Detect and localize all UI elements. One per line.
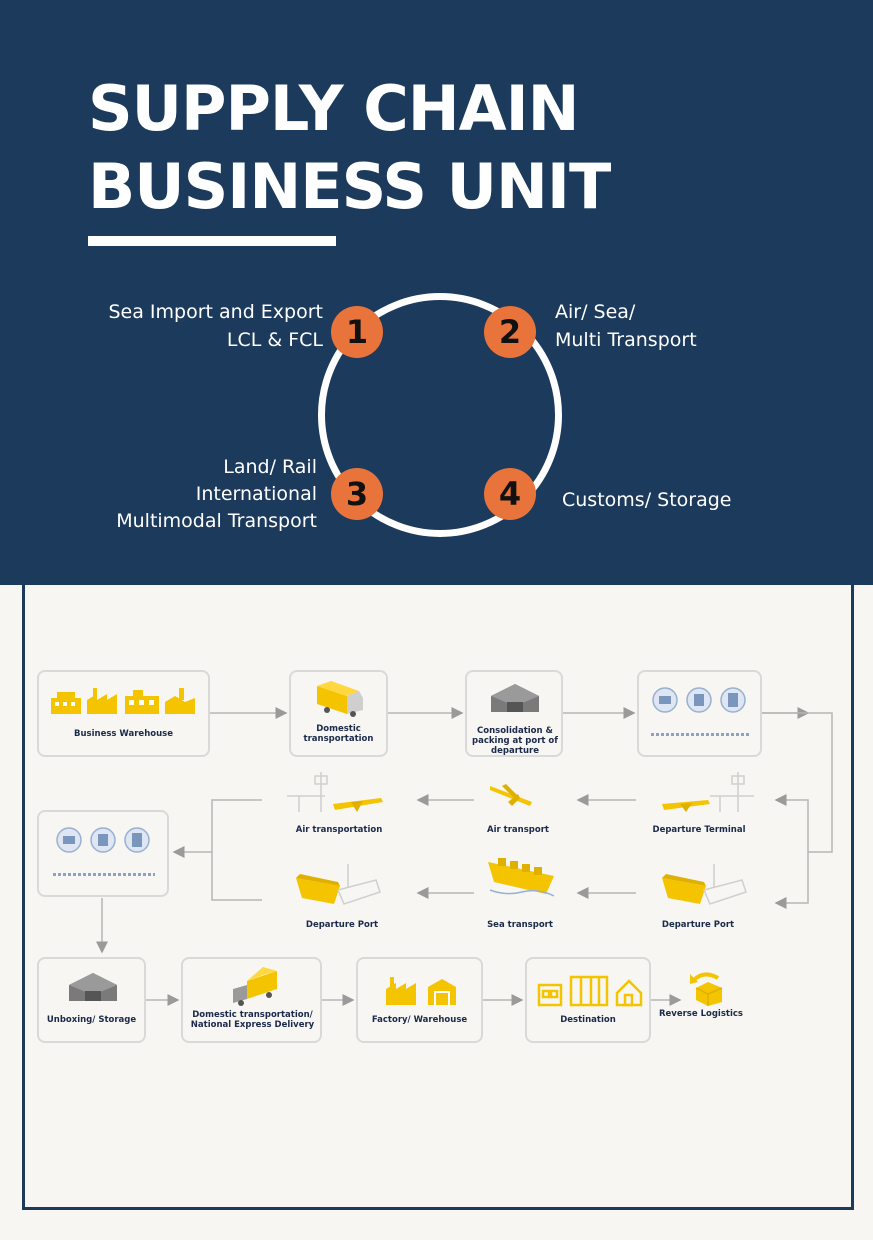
warehouse-buildings-icon <box>51 688 195 714</box>
customs-icons-left <box>56 827 150 853</box>
customs-dotted-line <box>651 733 749 736</box>
domestic-transportation-label: Domestic transportation <box>303 724 374 744</box>
departure-port-right-label: Departure Port <box>661 920 735 930</box>
customs-dotted-line-left <box>53 873 155 876</box>
service-label-3: Land/ Rail International Multimodal Tran… <box>116 454 317 535</box>
domestic-transportation-box: Domestic transportation <box>289 670 388 757</box>
service-number-1: 1 <box>331 306 383 358</box>
customs-docs-box-top <box>637 670 762 757</box>
air-transport-label: Air transport <box>487 825 549 835</box>
departure-port-right-icon <box>662 864 747 905</box>
departure-port-left-icon <box>296 864 381 905</box>
service-3-line-2: International <box>195 483 317 505</box>
customs-docs-box-left <box>37 810 169 897</box>
service-1-line-1: Sea Import and Export <box>108 301 323 323</box>
delivery-truck-icon <box>233 967 277 1006</box>
departure-terminal-label: Departure Terminal <box>652 825 746 835</box>
destination-box: Destination <box>525 957 651 1043</box>
consolidation-box: Consolidation & packing at port of depar… <box>465 670 563 757</box>
title-line-1: SUPPLY CHAIN <box>88 72 580 145</box>
services-ring <box>318 293 562 537</box>
service-label-2: Air/ Sea/ Multi Transport <box>555 298 697 354</box>
customs-icons <box>652 687 746 713</box>
reverse-logistics-icon <box>690 972 723 1006</box>
business-warehouse-label: Business Warehouse <box>74 729 173 739</box>
air-transportation-label: Air transportation <box>295 825 383 835</box>
service-number-2: 2 <box>484 306 536 358</box>
storage-warehouse-icon <box>69 973 117 1001</box>
factory-icon <box>386 977 456 1005</box>
destination-buildings-icon <box>537 975 643 1007</box>
destination-label: Destination <box>560 1015 616 1025</box>
service-label-4: Customs/ Storage <box>562 486 731 514</box>
departure-port-left-label: Departure Port <box>305 920 379 930</box>
warehouse-icon <box>491 684 539 712</box>
sea-transport-label: Sea transport <box>487 920 553 930</box>
airplane-icon <box>490 784 532 806</box>
truck-icon <box>317 681 363 717</box>
page-title: SUPPLY CHAIN BUSINESS UNIT <box>88 70 611 226</box>
consolidation-label: Consolidation & packing at port of depar… <box>472 726 558 756</box>
hero-panel: SUPPLY CHAIN BUSINESS UNIT 1 2 3 4 Sea I… <box>0 0 873 585</box>
domestic-national-label: Domestic transportation/ National Expres… <box>190 1010 315 1030</box>
factory-warehouse-label: Factory/ Warehouse <box>371 1015 468 1025</box>
air-transportation-icon <box>287 772 383 812</box>
unboxing-storage-box: Unboxing/ Storage <box>37 957 146 1043</box>
domestic-national-box: Domestic transportation/ National Expres… <box>181 957 322 1043</box>
service-2-line-1: Air/ Sea/ <box>555 301 636 323</box>
departure-terminal-icon <box>662 772 754 812</box>
business-warehouse-box: Business Warehouse <box>37 670 210 757</box>
service-4-line-1: Customs/ Storage <box>562 489 732 511</box>
unboxing-storage-label: Unboxing/ Storage <box>46 1015 137 1025</box>
title-line-2: BUSINESS UNIT <box>88 150 611 223</box>
service-number-4: 4 <box>484 468 536 520</box>
service-label-1: Sea Import and Export LCL & FCL <box>108 298 323 354</box>
title-underline <box>88 236 336 246</box>
factory-warehouse-box: Factory/ Warehouse <box>356 957 483 1043</box>
service-1-line-2: LCL & FCL <box>226 329 323 351</box>
reverse-logistics-label: Reverse Logistics <box>659 1009 743 1019</box>
service-2-line-2: Multi Transport <box>555 329 697 351</box>
cargo-ship-icon <box>488 858 555 897</box>
service-3-line-1: Land/ Rail <box>223 456 317 478</box>
service-number-3: 3 <box>331 468 383 520</box>
service-3-line-3: Multimodal Transport <box>116 510 317 532</box>
